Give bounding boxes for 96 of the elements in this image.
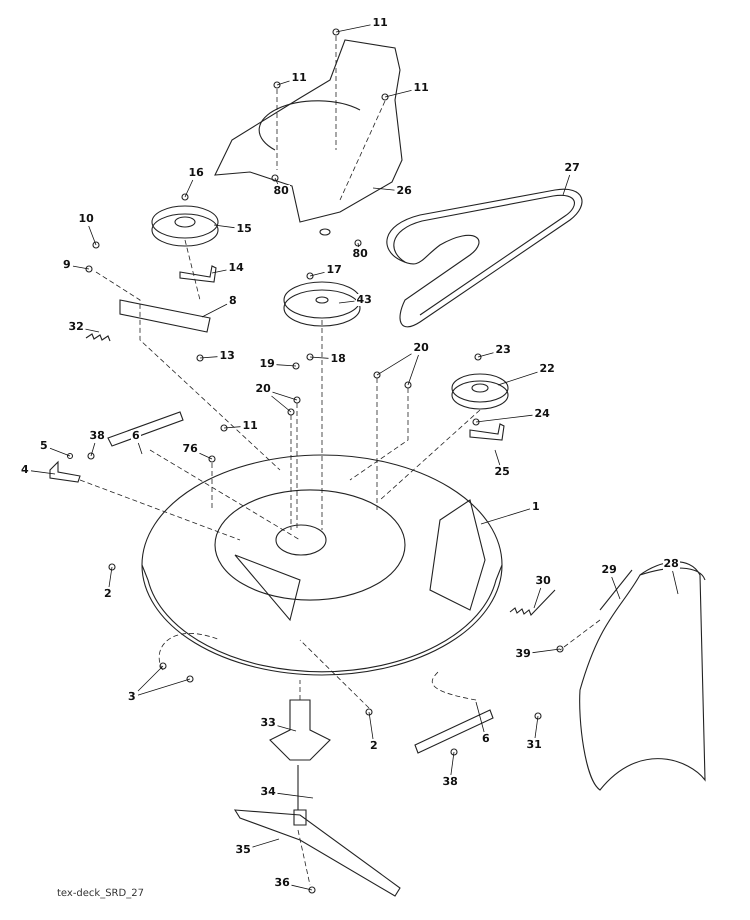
leader-line — [310, 272, 325, 276]
callout-number: 33 — [260, 717, 277, 729]
leader-line — [368, 712, 374, 740]
leader-line — [252, 838, 280, 848]
leader-line — [212, 270, 227, 274]
leader-line — [408, 354, 419, 386]
callout-number: 14 — [228, 262, 245, 274]
callout-number: 30 — [534, 575, 552, 587]
leader-line — [224, 426, 241, 428]
callout-number: 5 — [39, 440, 49, 452]
callout-number: 13 — [218, 350, 236, 362]
callout-number: 23 — [494, 344, 512, 356]
leader-line — [480, 508, 530, 524]
leader-line — [272, 392, 298, 400]
callout-number: 26 — [396, 185, 413, 197]
leader-line — [291, 884, 312, 890]
callout-number: 34 — [260, 786, 277, 798]
callout-number: 18 — [330, 353, 347, 365]
leader-line — [108, 566, 112, 588]
leader-line — [202, 304, 228, 318]
callout-number: 10 — [78, 213, 95, 225]
callout-number: 39 — [514, 648, 532, 660]
callout-number: 4 — [20, 464, 30, 476]
leader-line — [200, 356, 218, 358]
leader-line — [338, 300, 355, 304]
callout-number: 16 — [188, 167, 205, 179]
callout-number: 9 — [62, 259, 72, 271]
callout-number: 3 — [127, 691, 137, 703]
leader-line — [277, 792, 314, 798]
leader-line — [271, 396, 292, 412]
leader-line — [138, 442, 142, 454]
leader-line — [498, 372, 538, 386]
leader-line — [72, 266, 90, 270]
leader-line — [277, 725, 296, 732]
leader-line — [276, 364, 296, 366]
leader-line — [478, 352, 494, 358]
leader-line — [30, 470, 56, 474]
callout-number: 35 — [234, 844, 252, 856]
leader-line — [384, 90, 412, 98]
leader-line — [50, 448, 70, 456]
callout-number: 24 — [534, 408, 551, 420]
callout-number: 76 — [182, 443, 199, 455]
leader-line — [532, 648, 560, 654]
callout-number: 11 — [242, 420, 259, 432]
leader-line — [450, 752, 454, 776]
leader-line — [376, 353, 412, 376]
leader-line — [310, 356, 329, 359]
leader-line — [534, 716, 538, 738]
callout-number: 31 — [526, 739, 543, 751]
callout-number: 28 — [662, 558, 680, 570]
leader-line — [184, 180, 194, 198]
callout-number: 25 — [494, 466, 511, 478]
callout-number: 80 — [352, 248, 369, 260]
callout-number: 38 — [442, 776, 459, 788]
leader-line — [358, 242, 360, 248]
callout-number: 6 — [131, 430, 141, 442]
callout-number: 8 — [228, 295, 238, 307]
callout-number: 6 — [481, 733, 491, 745]
callout-number: 19 — [258, 358, 276, 370]
callout-number: 27 — [564, 162, 581, 174]
callout-number: 43 — [356, 294, 373, 306]
leader-line — [274, 178, 278, 184]
leader-line — [138, 678, 190, 696]
callout-number: 11 — [412, 82, 430, 94]
leader-line — [494, 450, 500, 466]
callout-number: 80 — [272, 185, 290, 197]
callout-number: 15 — [236, 223, 253, 235]
leader-line — [214, 224, 235, 228]
callout-number: 20 — [254, 383, 272, 395]
leader-line — [90, 442, 96, 456]
callout-number: 36 — [274, 877, 291, 889]
callout-number: 2 — [103, 588, 113, 600]
callout-number: 32 — [68, 321, 85, 333]
callout-number: 17 — [326, 264, 343, 276]
leader-line — [199, 452, 212, 460]
callout-number: 11 — [372, 17, 389, 29]
leader-line — [88, 226, 96, 246]
callout-number: 2 — [369, 740, 379, 752]
callout-number: 20 — [412, 342, 430, 354]
leader-line — [476, 702, 484, 732]
callout-number: 29 — [600, 564, 618, 576]
leader-line — [336, 24, 371, 32]
drawing-code: tex-deck_SRD_27 — [57, 888, 144, 899]
leader-line — [138, 666, 164, 692]
callout-number: 22 — [538, 363, 556, 375]
leader-line — [534, 588, 542, 608]
leader-line — [372, 188, 395, 190]
callout-number: 11 — [290, 72, 308, 84]
leader-line — [276, 80, 290, 86]
leader-line — [476, 414, 533, 422]
callout-number: 1 — [531, 501, 541, 513]
leader-line — [562, 174, 570, 196]
leader-line — [85, 328, 100, 332]
leader-line — [672, 570, 678, 594]
callout-number: 38 — [88, 430, 106, 442]
leader-line — [611, 576, 620, 600]
